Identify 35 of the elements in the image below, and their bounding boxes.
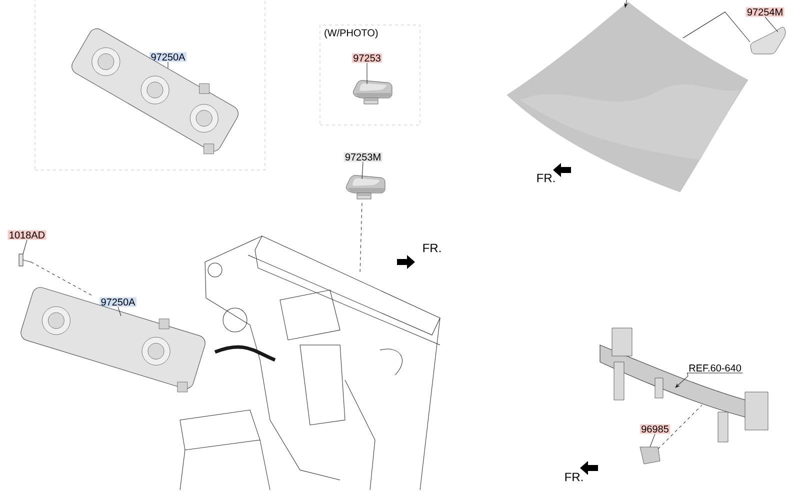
direction-label: FR. [423,244,441,252]
sensor-drawing [750,26,786,54]
dashed-frame [34,0,266,170]
screw-drawing [18,254,32,266]
leader-line [658,404,702,450]
leader-arrow [624,0,628,8]
windshield-drawing [506,2,748,192]
group-heading: (W/PHOTO) [324,29,378,38]
sensor-drawing [353,80,392,104]
dashboard-drawing [180,236,440,490]
leader-line [682,12,750,42]
control-panel-drawing [20,287,206,392]
sensor-drawing [346,175,386,200]
leader-line [362,162,364,180]
leader-line [366,62,368,84]
direction-label: FR. [537,174,555,182]
part-number: 1018AD [8,230,46,240]
part-number: 97254M [746,7,784,17]
direction-label: FR. [565,472,583,482]
leader-line [650,434,656,448]
leader-line [22,240,28,254]
leader-line [360,202,362,272]
leader-arrow [675,372,744,388]
leader-line [764,16,778,32]
leader-line [30,262,94,296]
reference-label: REF.60-640 [689,364,742,372]
part-number: 96985 [640,424,670,434]
sensor-drawing [640,446,660,464]
part-number: 97250A [100,297,136,307]
part-number: 97253 [352,53,382,63]
part-number: 97250A [150,52,186,62]
control-panel-drawing [72,28,238,154]
leader-line [118,306,122,316]
part-number: 97253M [344,152,382,162]
bumper-beam-drawing [600,328,768,442]
